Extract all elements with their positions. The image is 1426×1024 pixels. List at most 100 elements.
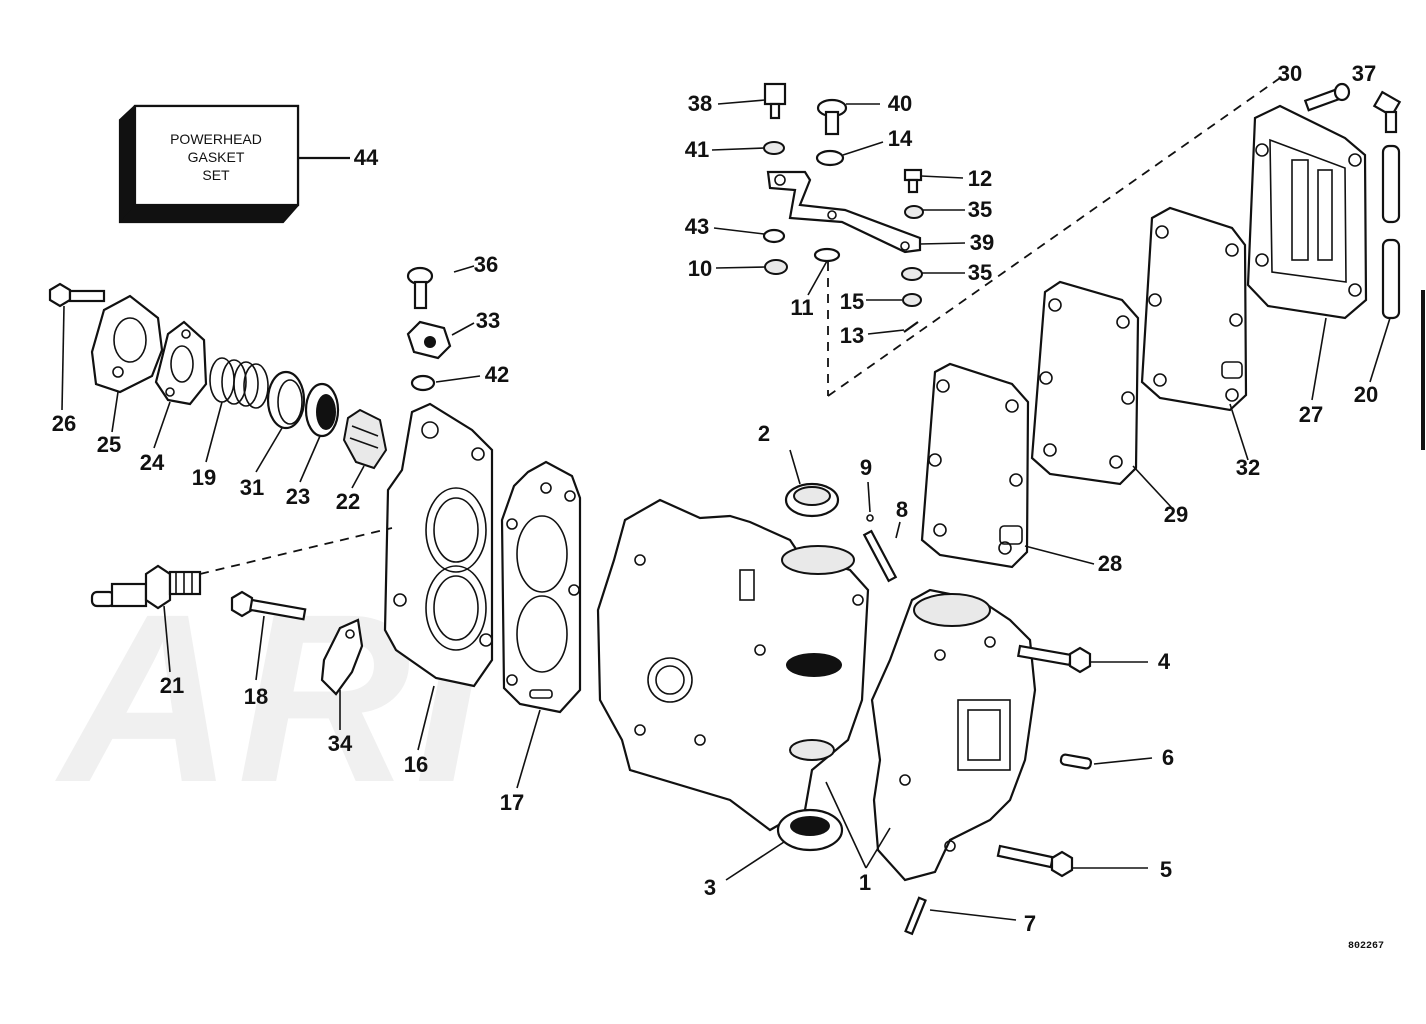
plate-29[interactable] [1030,280,1140,486]
callout-2[interactable]: 2 [757,421,771,446]
callout-18[interactable]: 18 [243,684,269,709]
callout-13[interactable]: 13 [839,323,865,348]
callout-4[interactable]: 4 [1157,649,1171,674]
cylinder-head-16[interactable] [383,402,494,688]
washer-43[interactable] [762,228,786,244]
spring-19[interactable] [209,357,269,409]
crankcase-half[interactable] [870,588,1037,882]
pin-7[interactable] [904,896,927,936]
thermostat-cover-25[interactable] [90,294,164,394]
washer-41[interactable] [763,141,785,155]
pin-6[interactable] [1059,753,1093,770]
fitting-37[interactable] [1372,90,1402,134]
leader-16 [417,685,435,751]
callout-7[interactable]: 7 [1023,911,1037,936]
callout-40[interactable]: 40 [887,91,913,116]
callout-44[interactable]: 44 [353,145,379,170]
washer-15[interactable] [902,293,922,307]
callout-30[interactable]: 30 [1277,61,1303,86]
screw-26[interactable] [48,282,106,308]
hose-20[interactable] [1381,144,1401,320]
gasket-32[interactable] [1140,206,1248,412]
dowel-pin-8[interactable] [862,529,898,583]
callout-43[interactable]: 43 [684,214,710,239]
callout-42[interactable]: 42 [484,362,510,387]
callout-25[interactable]: 25 [96,432,122,457]
clip-34[interactable] [320,618,364,696]
seal-31[interactable] [266,370,306,430]
callout-34[interactable]: 34 [327,731,353,756]
leader-39 [919,242,966,245]
callout-33[interactable]: 33 [475,308,501,333]
exhaust-cover-27[interactable] [1246,104,1368,320]
seal-2[interactable] [784,482,840,518]
callout-27[interactable]: 27 [1298,402,1324,427]
pin-13[interactable] [903,321,919,333]
washer-14[interactable] [815,149,845,167]
callout-24[interactable]: 24 [139,450,165,475]
gasket-28[interactable] [920,362,1030,569]
washer-11[interactable] [813,247,841,263]
callout-20[interactable]: 20 [1353,382,1379,407]
callout-39[interactable]: 39 [969,230,995,255]
nut-35a[interactable] [904,205,924,219]
leader-26 [61,305,65,411]
callout-16[interactable]: 16 [403,752,429,777]
callout-22[interactable]: 22 [335,489,361,514]
callout-15[interactable]: 15 [839,289,865,314]
leader-14 [842,141,884,156]
bolt-4[interactable] [1016,644,1092,674]
callout-11[interactable]: 11 [790,295,814,320]
thermostat-22[interactable] [342,408,388,470]
callout-12[interactable]: 12 [967,166,993,191]
callout-29[interactable]: 29 [1163,502,1189,527]
nut-10[interactable] [764,259,788,275]
callout-35b[interactable]: 35 [967,260,993,285]
callout-3[interactable]: 3 [703,875,717,900]
screw-38[interactable] [763,82,787,120]
callout-37[interactable]: 37 [1351,61,1377,86]
callout-9[interactable]: 9 [859,455,873,480]
ball-9[interactable] [866,514,874,522]
bolt-5[interactable] [996,844,1074,878]
callout-41[interactable]: 41 [684,137,710,162]
callout-10[interactable]: 10 [687,256,713,281]
seal-3[interactable] [776,808,844,852]
bolt-18[interactable] [230,590,307,621]
callout-23[interactable]: 23 [285,484,311,509]
screw-36[interactable] [406,266,434,310]
callout-19[interactable]: 19 [191,465,217,490]
callout-17[interactable]: 17 [499,790,525,815]
gasket-24[interactable] [154,320,208,406]
head-gasket-17[interactable] [500,460,582,714]
leader-8 [895,521,901,539]
gasket-set-box[interactable] [118,104,300,224]
callout-32[interactable]: 32 [1235,455,1261,480]
cylinder-block[interactable] [596,498,870,832]
callout-6[interactable]: 6 [1161,745,1175,770]
screw-30[interactable] [1303,82,1351,112]
washer-42[interactable] [410,374,436,392]
nut-35b[interactable] [901,267,923,281]
grommet-23[interactable] [304,382,340,438]
callout-28[interactable]: 28 [1097,551,1123,576]
bracket-assembly[interactable] [766,170,922,254]
sensor-21[interactable] [90,564,202,610]
screw-12[interactable] [903,168,923,194]
fitting-33[interactable] [406,320,452,360]
callout-14[interactable]: 14 [887,126,913,151]
leader-31 [255,427,283,473]
callout-38[interactable]: 38 [687,91,713,116]
callout-21[interactable]: 21 [159,673,185,698]
leader-42 [435,375,481,383]
callout-26[interactable]: 26 [51,411,77,436]
callout-35a[interactable]: 35 [967,197,993,222]
leader-7 [929,909,1017,921]
screw-40[interactable] [816,98,848,136]
callout-31[interactable]: 31 [239,475,265,500]
callout-1[interactable]: 1 [858,870,872,895]
callout-8[interactable]: 8 [895,497,909,522]
callout-5[interactable]: 5 [1159,857,1173,882]
callout-36[interactable]: 36 [473,252,499,277]
